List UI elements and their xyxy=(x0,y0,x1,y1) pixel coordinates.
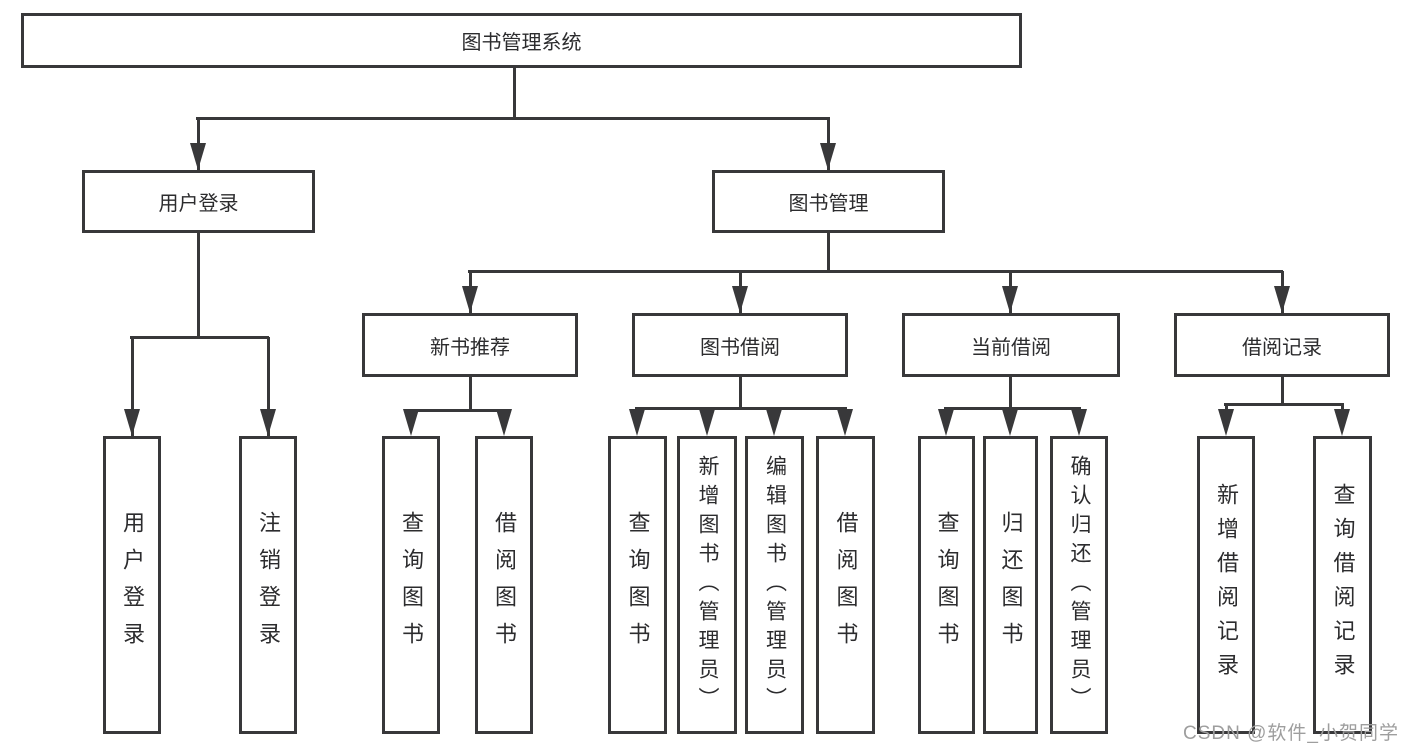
leaf-bb-borrow-book: 借阅图书 xyxy=(816,436,875,734)
leaf-nbr-query-book: 查询图书 xyxy=(382,436,440,734)
leaf-bb-add-book-admin-label: 新增图书（管理员） xyxy=(696,454,719,716)
leaf-br-add-record-label: 新增借阅记录 xyxy=(1214,483,1239,687)
connector-user-login-split xyxy=(130,336,269,339)
leaf-cb-confirm-return-admin-label: 确认归还（管理员） xyxy=(1068,454,1091,716)
connector-user-login-drop xyxy=(197,233,200,339)
arrow-to-nbr-query-book xyxy=(403,409,419,436)
leaf-br-query-record-label: 查询借阅记录 xyxy=(1330,483,1356,687)
node-book-management: 图书管理 xyxy=(712,170,945,233)
connector-borrow-record-drop xyxy=(1281,377,1284,406)
leaf-nbr-borrow-book-label: 借阅图书 xyxy=(492,511,517,659)
leaf-cb-query-book-label: 查询图书 xyxy=(934,511,960,659)
arrow-to-book-borrow xyxy=(732,286,748,313)
connector-book-borrow-split xyxy=(635,407,847,410)
arrow-to-nbr-borrow-book xyxy=(496,409,512,436)
arrow-to-leaf-logout xyxy=(260,409,276,436)
connector-new-book-recommend-drop xyxy=(469,377,472,412)
leaf-bb-add-book-admin: 新增图书（管理员） xyxy=(677,436,737,734)
arrow-to-current-borrow xyxy=(1002,286,1018,313)
leaf-cb-return-book: 归还图书 xyxy=(983,436,1038,734)
connector-to-leaf-user-login xyxy=(131,337,134,436)
leaf-logout-label: 注销登录 xyxy=(256,511,281,659)
leaf-br-add-record: 新增借阅记录 xyxy=(1197,436,1255,734)
watermark-text: CSDN @软件_小贺同学 xyxy=(1183,723,1399,744)
arrow-to-cb-return-book xyxy=(1002,409,1018,436)
leaf-cb-confirm-return-admin: 确认归还（管理员） xyxy=(1050,436,1108,734)
arrow-to-bb-add-book xyxy=(699,409,715,436)
leaf-nbr-borrow-book: 借阅图书 xyxy=(475,436,533,734)
node-root-system: 图书管理系统 xyxy=(21,13,1022,68)
node-current-borrow-label: 当前借阅 xyxy=(971,336,1051,359)
leaf-cb-query-book: 查询图书 xyxy=(918,436,975,734)
leaf-user-login: 用户登录 xyxy=(103,436,161,734)
node-root-system-label: 图书管理系统 xyxy=(461,32,582,54)
leaf-br-query-record: 查询借阅记录 xyxy=(1313,436,1372,734)
connector-root-drop xyxy=(513,68,516,120)
arrow-to-bb-borrow-book xyxy=(837,409,853,436)
leaf-bb-edit-book-admin: 编辑图书（管理员） xyxy=(745,436,804,734)
arrow-to-user-login xyxy=(190,143,206,170)
arrow-to-cb-query-book xyxy=(938,409,954,436)
arrow-to-new-book-recommend xyxy=(462,286,478,313)
node-new-book-recommend: 新书推荐 xyxy=(362,313,578,377)
leaf-bb-edit-book-admin-label: 编辑图书（管理员） xyxy=(763,454,787,716)
node-book-borrow: 图书借阅 xyxy=(632,313,848,377)
leaf-bb-borrow-book-label: 借阅图书 xyxy=(833,511,859,659)
node-borrow-record: 借阅记录 xyxy=(1174,313,1390,377)
connector-current-borrow-drop xyxy=(1009,377,1012,410)
connector-new-book-recommend-split xyxy=(409,409,506,412)
arrow-to-br-add-record xyxy=(1218,409,1234,436)
connector-borrow-record-split xyxy=(1224,403,1344,406)
connector-to-leaf-logout xyxy=(267,337,270,436)
leaf-cb-return-book-label: 归还图书 xyxy=(998,511,1024,659)
leaf-user-login-label: 用户登录 xyxy=(120,511,145,659)
arrow-to-leaf-user-login xyxy=(124,409,140,436)
node-user-login-branch-label: 用户登录 xyxy=(158,193,239,215)
arrow-to-bb-query-book xyxy=(629,409,645,436)
leaf-bb-query-book-label: 查询图书 xyxy=(625,511,651,659)
node-new-book-recommend-label: 新书推荐 xyxy=(430,336,510,359)
arrow-to-br-query-record xyxy=(1334,409,1350,436)
connector-book-management-split xyxy=(468,270,1283,273)
arrow-to-book-management xyxy=(820,143,836,170)
node-borrow-record-label: 借阅记录 xyxy=(1242,336,1322,359)
arrow-to-borrow-record xyxy=(1274,286,1290,313)
node-current-borrow: 当前借阅 xyxy=(902,313,1120,377)
connector-book-management-drop xyxy=(827,233,830,273)
connector-book-borrow-drop xyxy=(739,377,742,410)
connector-current-borrow-split xyxy=(944,407,1081,410)
arrow-to-bb-edit-book xyxy=(766,409,782,436)
connector-level1-split xyxy=(196,117,830,120)
node-book-management-label: 图书管理 xyxy=(788,193,869,215)
leaf-bb-query-book: 查询图书 xyxy=(608,436,667,734)
leaf-logout: 注销登录 xyxy=(239,436,297,734)
node-book-borrow-label: 图书借阅 xyxy=(700,336,780,359)
leaf-nbr-query-book-label: 查询图书 xyxy=(399,511,424,659)
arrow-to-cb-confirm-return xyxy=(1071,409,1087,436)
node-user-login-branch: 用户登录 xyxy=(82,170,315,233)
